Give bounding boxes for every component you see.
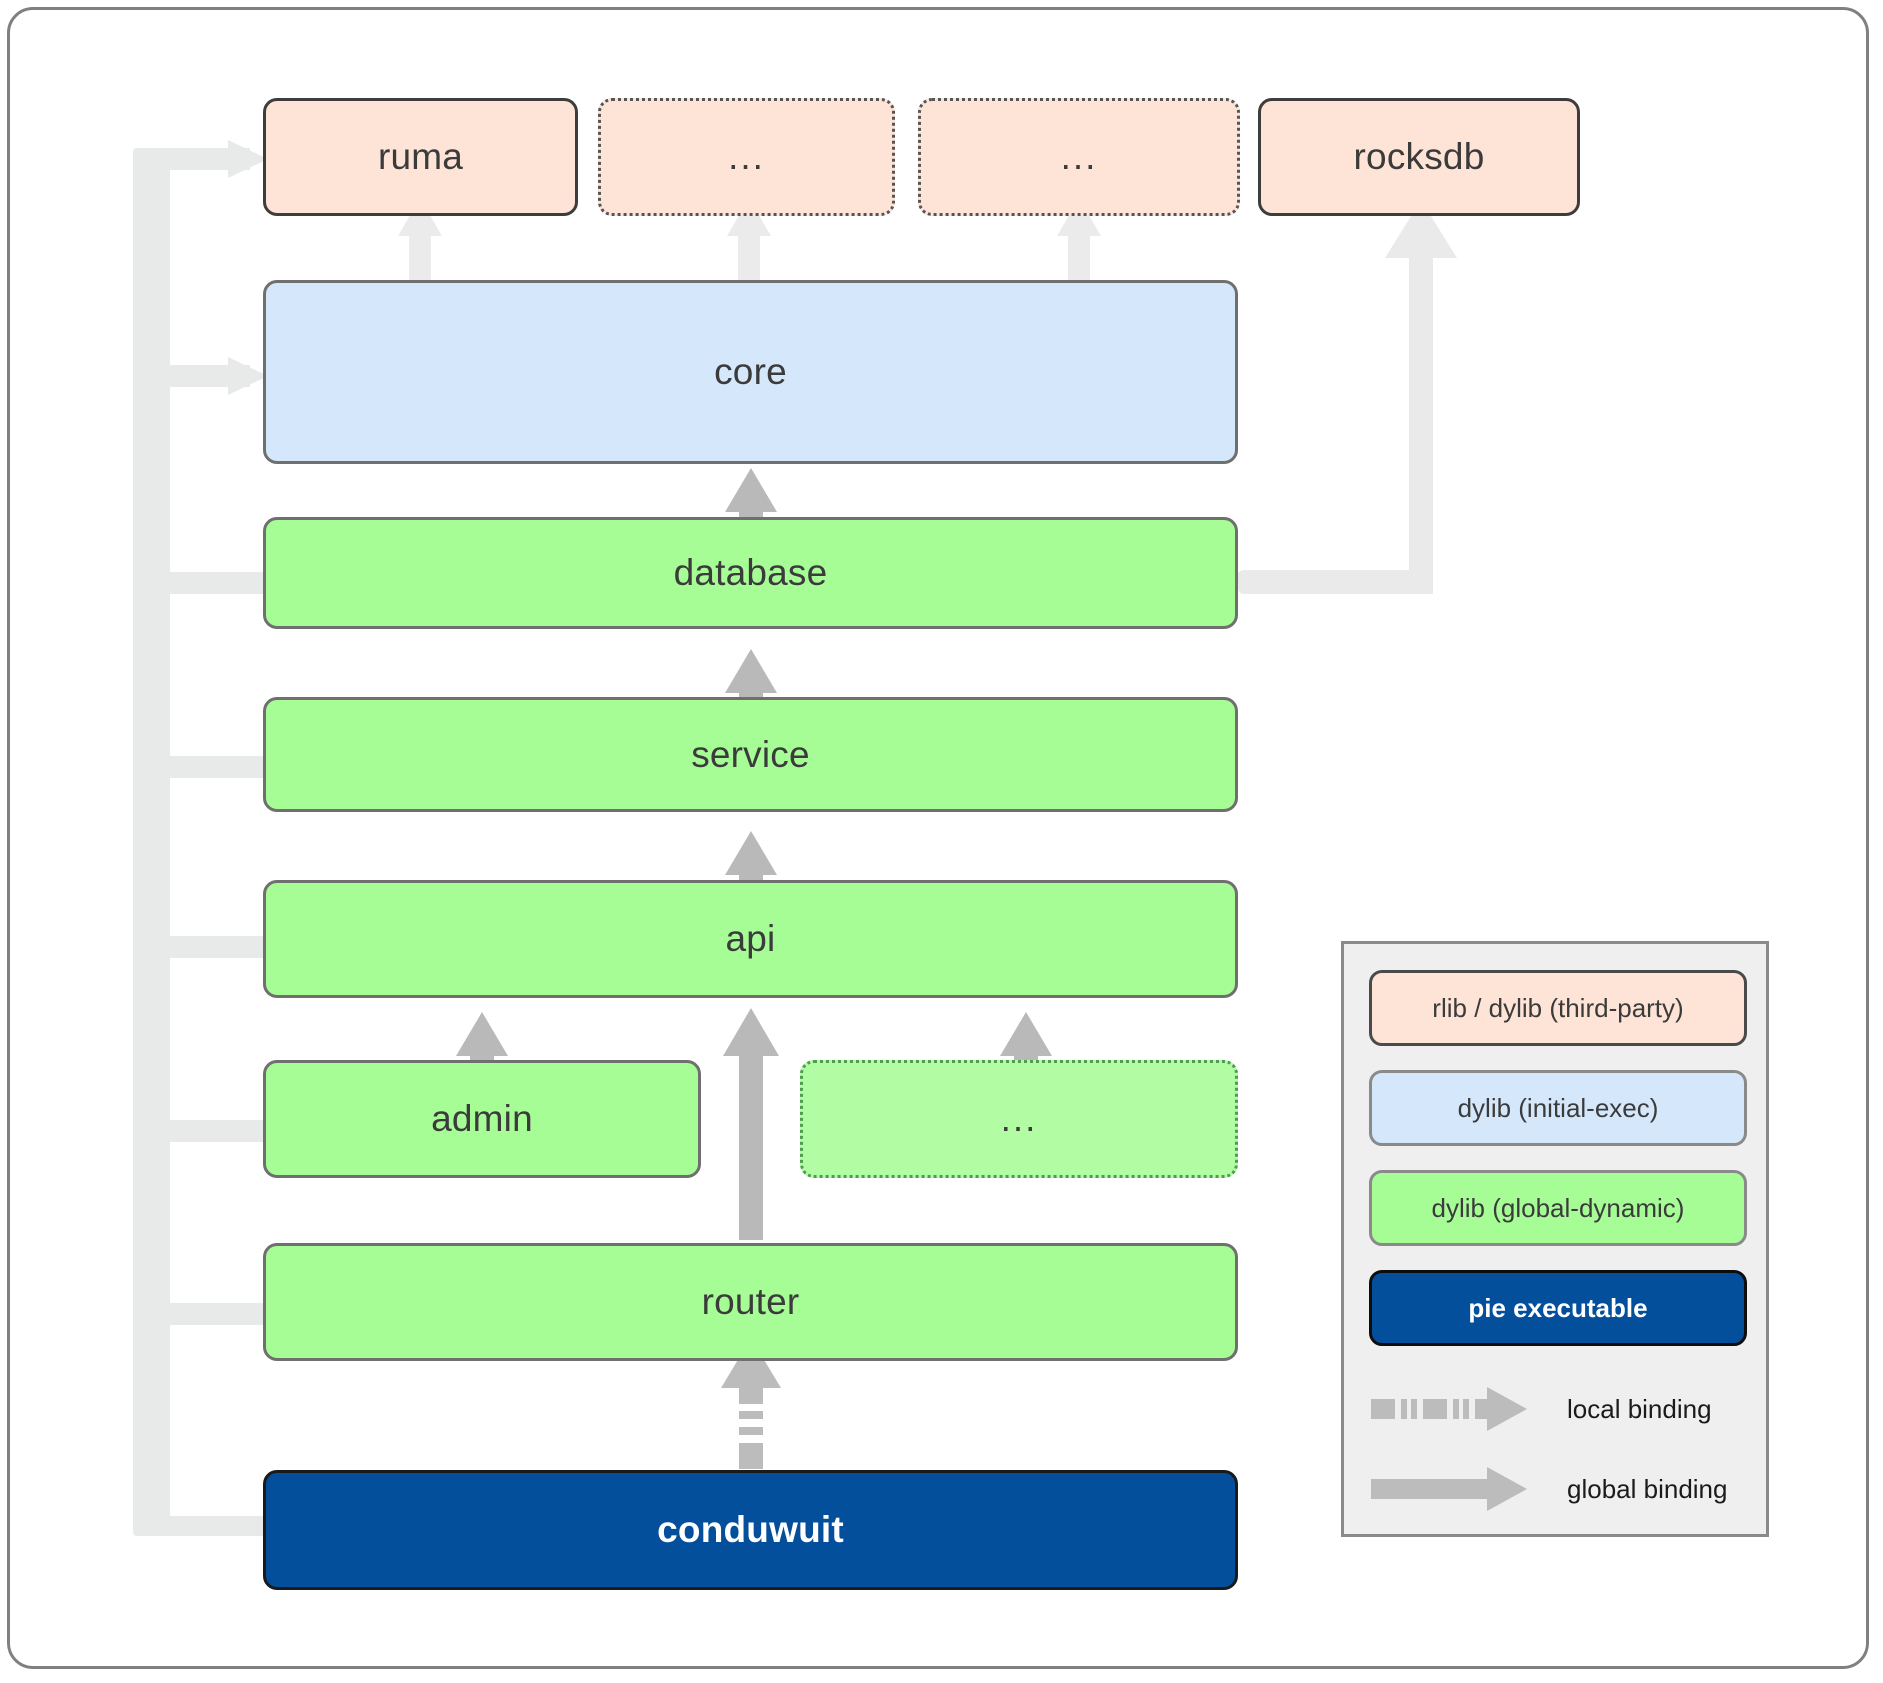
legend-chip-global-dynamic: dylib (global-dynamic) bbox=[1369, 1170, 1747, 1246]
node-dots-top-1[interactable]: ... bbox=[598, 98, 895, 216]
legend-panel: rlib / dylib (third-party) dylib (initia… bbox=[1341, 941, 1769, 1537]
legend-label-global-binding: global binding bbox=[1567, 1473, 1728, 1504]
legend-chip-third-party: rlib / dylib (third-party) bbox=[1369, 970, 1747, 1046]
node-database[interactable]: database bbox=[263, 517, 1238, 629]
legend-label-third-party: rlib / dylib (third-party) bbox=[1432, 992, 1684, 1023]
legend-chip-initial-exec: dylib (initial-exec) bbox=[1369, 1070, 1747, 1146]
node-label-conduwuit: conduwuit bbox=[657, 1509, 844, 1550]
legend-label-pie-executable: pie executable bbox=[1468, 1292, 1648, 1323]
legend-row-global-binding: global binding bbox=[1369, 1454, 1747, 1524]
node-label-core: core bbox=[714, 351, 787, 392]
legend-row-local-binding: local binding bbox=[1369, 1374, 1747, 1444]
node-label-router: router bbox=[701, 1281, 800, 1322]
legend-label-initial-exec: dylib (initial-exec) bbox=[1457, 1092, 1659, 1123]
node-api[interactable]: api bbox=[263, 880, 1238, 998]
node-label-database: database bbox=[673, 552, 828, 593]
node-dots-top-2[interactable]: ... bbox=[918, 98, 1240, 216]
local-binding-arrow-icon bbox=[1371, 1387, 1527, 1431]
node-conduwuit[interactable]: conduwuit bbox=[263, 1470, 1238, 1590]
node-label-service: service bbox=[691, 733, 810, 775]
legend-label-local-binding: local binding bbox=[1567, 1393, 1712, 1424]
node-label-dots-top-2: ... bbox=[1060, 136, 1098, 177]
node-router[interactable]: router bbox=[263, 1243, 1238, 1361]
node-core[interactable]: core bbox=[263, 280, 1238, 464]
node-ruma[interactable]: ruma bbox=[263, 98, 578, 216]
node-rocksdb[interactable]: rocksdb bbox=[1258, 98, 1580, 216]
node-label-rocksdb: rocksdb bbox=[1353, 136, 1485, 177]
node-label-dots-mid: ... bbox=[1000, 1098, 1038, 1139]
node-dots-mid[interactable]: ... bbox=[800, 1060, 1238, 1178]
node-label-api: api bbox=[725, 918, 776, 959]
legend-label-global-dynamic: dylib (global-dynamic) bbox=[1431, 1192, 1685, 1223]
global-binding-arrow-icon bbox=[1371, 1467, 1527, 1511]
node-label-ruma: ruma bbox=[377, 136, 464, 177]
node-label-dots-top-1: ... bbox=[728, 136, 765, 177]
node-label-admin: admin bbox=[431, 1098, 533, 1139]
node-service[interactable]: service bbox=[263, 697, 1238, 812]
legend-chip-pie-executable: pie executable bbox=[1369, 1270, 1747, 1346]
node-admin[interactable]: admin bbox=[263, 1060, 701, 1178]
